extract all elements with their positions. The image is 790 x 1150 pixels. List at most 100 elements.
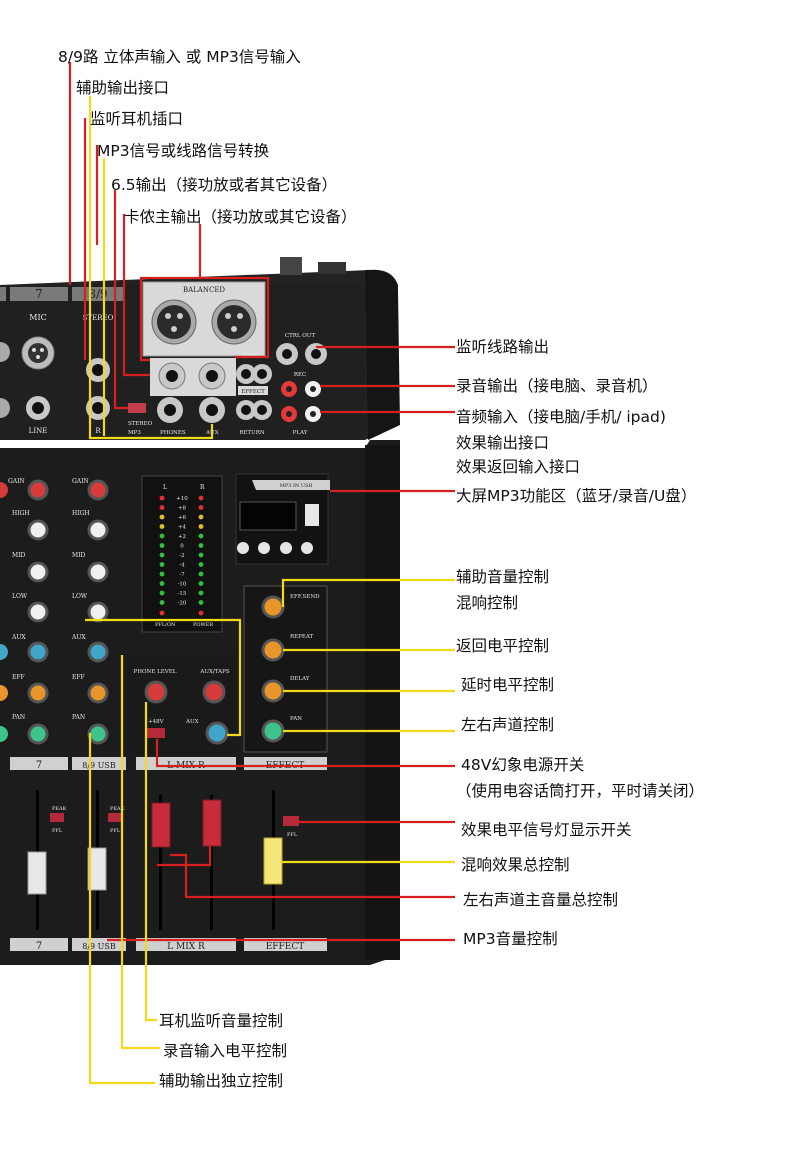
mp3-usb-label: MP3 IN USB — [280, 483, 313, 489]
gain-knob-89 — [87, 479, 109, 501]
aux-master-label: AUX — [185, 719, 199, 725]
mix-label-bottom: L MIX R — [167, 942, 205, 952]
eff-label-89: EFF — [72, 674, 85, 681]
usb-port — [305, 504, 319, 526]
label-main-lr-master: 左右声道主音量总控制 — [463, 891, 619, 909]
eff-knob-89 — [87, 682, 109, 704]
label-rec-input-level: 录音输入电平控制 — [163, 1042, 288, 1060]
peak-label-7: PEAK — [52, 806, 67, 812]
meter-scale-label: -10 — [178, 582, 187, 588]
meter-scale-label: -7 — [179, 572, 185, 578]
label-monitor-line-output: 监听线路输出 — [456, 338, 550, 356]
main-fader-r — [202, 799, 222, 847]
meter-led — [198, 552, 204, 558]
meter-led — [198, 562, 204, 567]
aux-label-7: AUX — [11, 634, 26, 641]
aux-knob-7 — [27, 641, 49, 663]
meter-led — [159, 552, 165, 558]
low-label-7: LOW — [12, 593, 28, 600]
label-stereo-input: 8/9路 立体声输入 或 MP3信号输入 — [58, 48, 301, 66]
gain-label-7: GAIN — [8, 478, 25, 485]
gain-knob-7 — [27, 479, 49, 501]
mic-label: MIC — [29, 313, 46, 322]
label-reverb-master: 混响效果总控制 — [461, 856, 570, 874]
meter-led — [198, 543, 204, 548]
effect-pfl-label: PFL — [287, 832, 298, 838]
meter-led — [159, 533, 165, 539]
repeat-label: REPEAT — [290, 634, 314, 640]
aux-taps-label: AUX/TAPS — [199, 669, 229, 675]
meter-led — [198, 600, 204, 605]
mid-knob-89 — [87, 561, 109, 583]
p48v-label: +48V — [148, 719, 165, 725]
switch-mp3-label: MP3 — [128, 430, 141, 436]
meter-led — [159, 514, 165, 520]
label-headphone-volume: 耳机监听音量控制 — [159, 1012, 284, 1030]
switch-stereo-label: STEREO — [128, 421, 153, 427]
balanced-label: BALANCED — [183, 286, 225, 294]
label-aux-independent: 辅助输出独立控制 — [159, 1072, 284, 1090]
eff-send-knob — [261, 595, 285, 619]
r-label: R — [95, 427, 101, 435]
meter-led — [198, 581, 204, 586]
label-reverb-control: 混响控制 — [456, 594, 519, 612]
fader-7 — [27, 851, 47, 895]
low-label-89: LOW — [72, 593, 88, 600]
meter-led — [198, 495, 204, 501]
label-mp3-line-switch: MP3信号或线路信号转换 — [97, 142, 270, 160]
stereo-label: STEREO — [83, 314, 114, 322]
meter-led — [159, 600, 165, 605]
pan-knob-7 — [27, 723, 49, 745]
effect-fader — [263, 837, 283, 885]
meter-r-label: R — [200, 484, 205, 491]
meter-led — [159, 543, 165, 548]
label-aux-output-jack: 辅助输出接口 — [76, 79, 170, 97]
rear-ch7-label: 7 — [35, 287, 43, 301]
mp3-display — [239, 501, 297, 531]
label-audio-input: 音频输入（接电脑/手机/ ipad) — [456, 408, 666, 426]
p48v-switch — [147, 728, 165, 738]
meter-led — [159, 562, 165, 567]
effect-title-bottom: EFFECT — [266, 942, 305, 952]
high-label-7: HIGH — [12, 510, 30, 517]
phone-level-knob — [144, 680, 168, 704]
mid-knob-7 — [27, 561, 49, 583]
meter-led — [198, 571, 204, 577]
strip-7-bottom: 7 — [36, 941, 42, 952]
meter-led — [198, 505, 204, 510]
pan-knob-89 — [87, 723, 109, 745]
aux-taps-knob — [202, 680, 226, 704]
meter-scale-label: +2 — [178, 534, 186, 540]
label-aux-volume: 辅助音量控制 — [456, 568, 550, 586]
mp3-stereo-switch — [128, 403, 146, 413]
high-label-89: HIGH — [72, 510, 90, 517]
label-65-output: 6.5输出（接功放或者其它设备） — [111, 176, 338, 194]
repeat-knob — [261, 638, 285, 662]
main-fader-l — [151, 802, 171, 848]
pfl-label-7: PFL — [52, 828, 63, 834]
label-mp3-panel: 大屏MP3功能区（蓝牙/录音/U盘） — [456, 487, 697, 505]
label-mp3-volume: MP3音量控制 — [463, 930, 558, 948]
low-knob-7 — [27, 601, 49, 623]
label-delay-level: 延时电平控制 — [461, 676, 555, 694]
meter-scale-label: +4 — [178, 525, 187, 531]
meter-led — [198, 533, 204, 539]
meter-scale-label: -2 — [179, 553, 184, 559]
pfl-on-label: PFL/ON — [155, 622, 176, 628]
play-label: PLAY — [293, 430, 308, 436]
peak-label-89: PEAK — [110, 806, 125, 812]
label-phantom-switch: 48V幻象电源开关 — [461, 756, 585, 774]
high-knob-7 — [27, 519, 49, 541]
line-label: LINE — [29, 427, 48, 435]
meter-scale-label: -20 — [178, 601, 187, 607]
meter-scale-label: +6 — [178, 515, 187, 521]
rec-label: REC — [294, 372, 306, 378]
delay-knob — [261, 679, 285, 703]
meter-led — [159, 581, 165, 586]
pan-fx-label: PAN — [290, 716, 302, 722]
meter-scale-label: 0 — [180, 544, 184, 550]
meter-scale-label: -4 — [179, 563, 185, 569]
pan-fx-knob — [261, 719, 285, 743]
phone-level-label: PHONE LEVEL — [134, 669, 177, 675]
